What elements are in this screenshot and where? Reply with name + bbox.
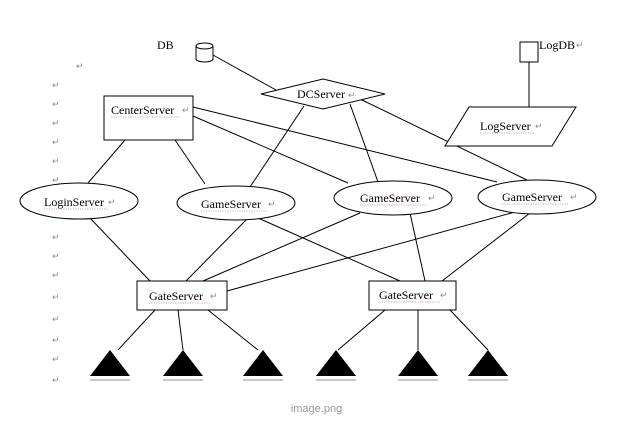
gateserver-2-box	[368, 280, 457, 311]
edge-gameserver-2-gateserver-1	[202, 212, 361, 282]
paragraph-mark: ↵	[52, 99, 60, 109]
gameserver-1-node: GameServer ↵	[176, 185, 296, 221]
paragraph-mark: ↵	[52, 80, 60, 90]
edge-dcserver-gameserver-1	[249, 105, 305, 188]
paragraph-mark: ↵	[576, 40, 584, 50]
edge-gameserver-2-gateserver-2	[409, 212, 426, 282]
logserver-node: LogServer ↵	[444, 106, 577, 147]
gateserver-2-node: GateServer ↵	[368, 280, 457, 311]
gateserver-1-label: GateServer	[149, 289, 203, 303]
paragraph-mark: ↵	[52, 270, 60, 280]
logdb-label: LogDB	[539, 38, 575, 52]
client-triangle-icon	[243, 350, 283, 376]
paragraph-mark: ↵	[52, 137, 60, 147]
paragraph-mark: ↵	[52, 314, 60, 324]
paragraph-mark: ↵	[108, 197, 116, 207]
paragraph-mark: ↵	[52, 156, 60, 166]
edge-centerserver-gameserver-1	[174, 139, 206, 185]
logserver-parallelogram	[444, 106, 577, 147]
paragraph-mark: ↵	[440, 290, 448, 300]
client-triangle-icon	[163, 350, 203, 376]
database-icon	[195, 46, 214, 63]
dcserver-diamond	[260, 78, 386, 110]
paragraph-mark: ↵	[570, 192, 578, 202]
paragraph-mark: ↵	[52, 375, 60, 385]
paragraph-mark: ↵	[52, 232, 60, 242]
gameserver-2-node: GameServer ↵	[333, 180, 453, 216]
client-triangle-icon	[468, 350, 508, 376]
gateserver-2-label: GateServer	[379, 288, 433, 302]
edge-centerserver-gameserver-3	[192, 106, 498, 183]
logserver-label: LogServer	[480, 119, 531, 133]
edge-centerserver-loginserver	[87, 139, 126, 184]
gameserver-2-ellipse	[333, 180, 453, 216]
paragraph-mark: ↵	[52, 354, 60, 364]
paragraph-mark: ↵	[52, 251, 60, 261]
client-triangle-icon	[316, 350, 356, 376]
db-node: DB	[157, 38, 214, 63]
paragraph-mark: ↵	[348, 90, 356, 100]
paragraph-mark: ↵	[268, 199, 276, 209]
paragraph-mark: ↵	[182, 105, 190, 115]
connectors	[87, 54, 531, 351]
gameserver-3-ellipse	[477, 179, 597, 215]
paragraph-mark: ↵	[210, 291, 218, 301]
gameserver-3-label: GameServer	[502, 190, 562, 204]
gameserver-1-ellipse	[176, 185, 296, 221]
edge-gameserver-1-gateserver-2	[257, 217, 401, 282]
edge-centerserver-gameserver-2	[192, 115, 349, 184]
edge-dcserver-gameserver-2	[349, 103, 379, 183]
edge-gameserver-3-gateserver-1	[226, 211, 516, 292]
loginserver-node: LoginServer ↵	[19, 182, 139, 220]
edge-gateserver-1-client-1	[117, 309, 156, 351]
client-triangle-icon	[90, 350, 130, 376]
edge-gateserver-2-client-6	[449, 309, 489, 351]
gateserver-1-node: GateServer ↵	[136, 280, 228, 311]
db-label: DB	[157, 38, 174, 52]
edge-gateserver-1-client-3	[207, 309, 259, 351]
paragraph-mark: ↵	[76, 61, 84, 71]
logdb-box	[519, 41, 539, 63]
edge-db-dcserver	[212, 54, 277, 91]
client-triangle-icon	[398, 350, 438, 376]
loginserver-ellipse	[19, 182, 139, 220]
gameserver-3-node: GameServer ↵	[477, 179, 597, 215]
edge-gateserver-2-client-4	[337, 309, 386, 351]
edge-gameserver-1-gateserver-1	[185, 217, 249, 282]
dcserver-node: DCServer ↵	[260, 78, 386, 110]
paragraph-mark: ↵	[52, 335, 60, 345]
paragraph-marks: ↵ ↵ ↵ ↵ ↵ ↵ ↵ ↵ ↵ ↵ ↵ ↵ ↵ ↵ ↵	[52, 61, 84, 385]
centerserver-node: CenterServer ↵	[103, 95, 194, 141]
edge-dcserver-gameserver-3	[359, 98, 528, 181]
edge-gateserver-1-client-2	[177, 309, 184, 351]
paragraph-mark: ↵	[52, 118, 60, 128]
edge-gameserver-3-gateserver-2	[441, 212, 531, 282]
loginserver-label: LoginServer	[44, 195, 104, 209]
paragraph-mark: ↵	[535, 121, 543, 131]
image-caption: image.png	[290, 403, 343, 415]
paragraph-mark: ↵	[52, 292, 60, 302]
centerserver-label: CenterServer	[111, 103, 174, 117]
gameserver-2-label: GameServer	[360, 191, 420, 205]
centerserver-box	[103, 95, 194, 141]
dcserver-label: DCServer	[297, 87, 345, 101]
edge-loginserver-gateserver-1	[89, 217, 151, 282]
gameserver-1-label: GameServer	[201, 197, 261, 211]
paragraph-mark: ↵	[52, 175, 60, 185]
client-triangles	[90, 350, 508, 381]
logdb-node: LogDB ↵	[519, 38, 584, 63]
database-top	[195, 42, 214, 50]
paragraph-mark: ↵	[428, 193, 436, 203]
gateserver-1-box	[136, 280, 228, 311]
